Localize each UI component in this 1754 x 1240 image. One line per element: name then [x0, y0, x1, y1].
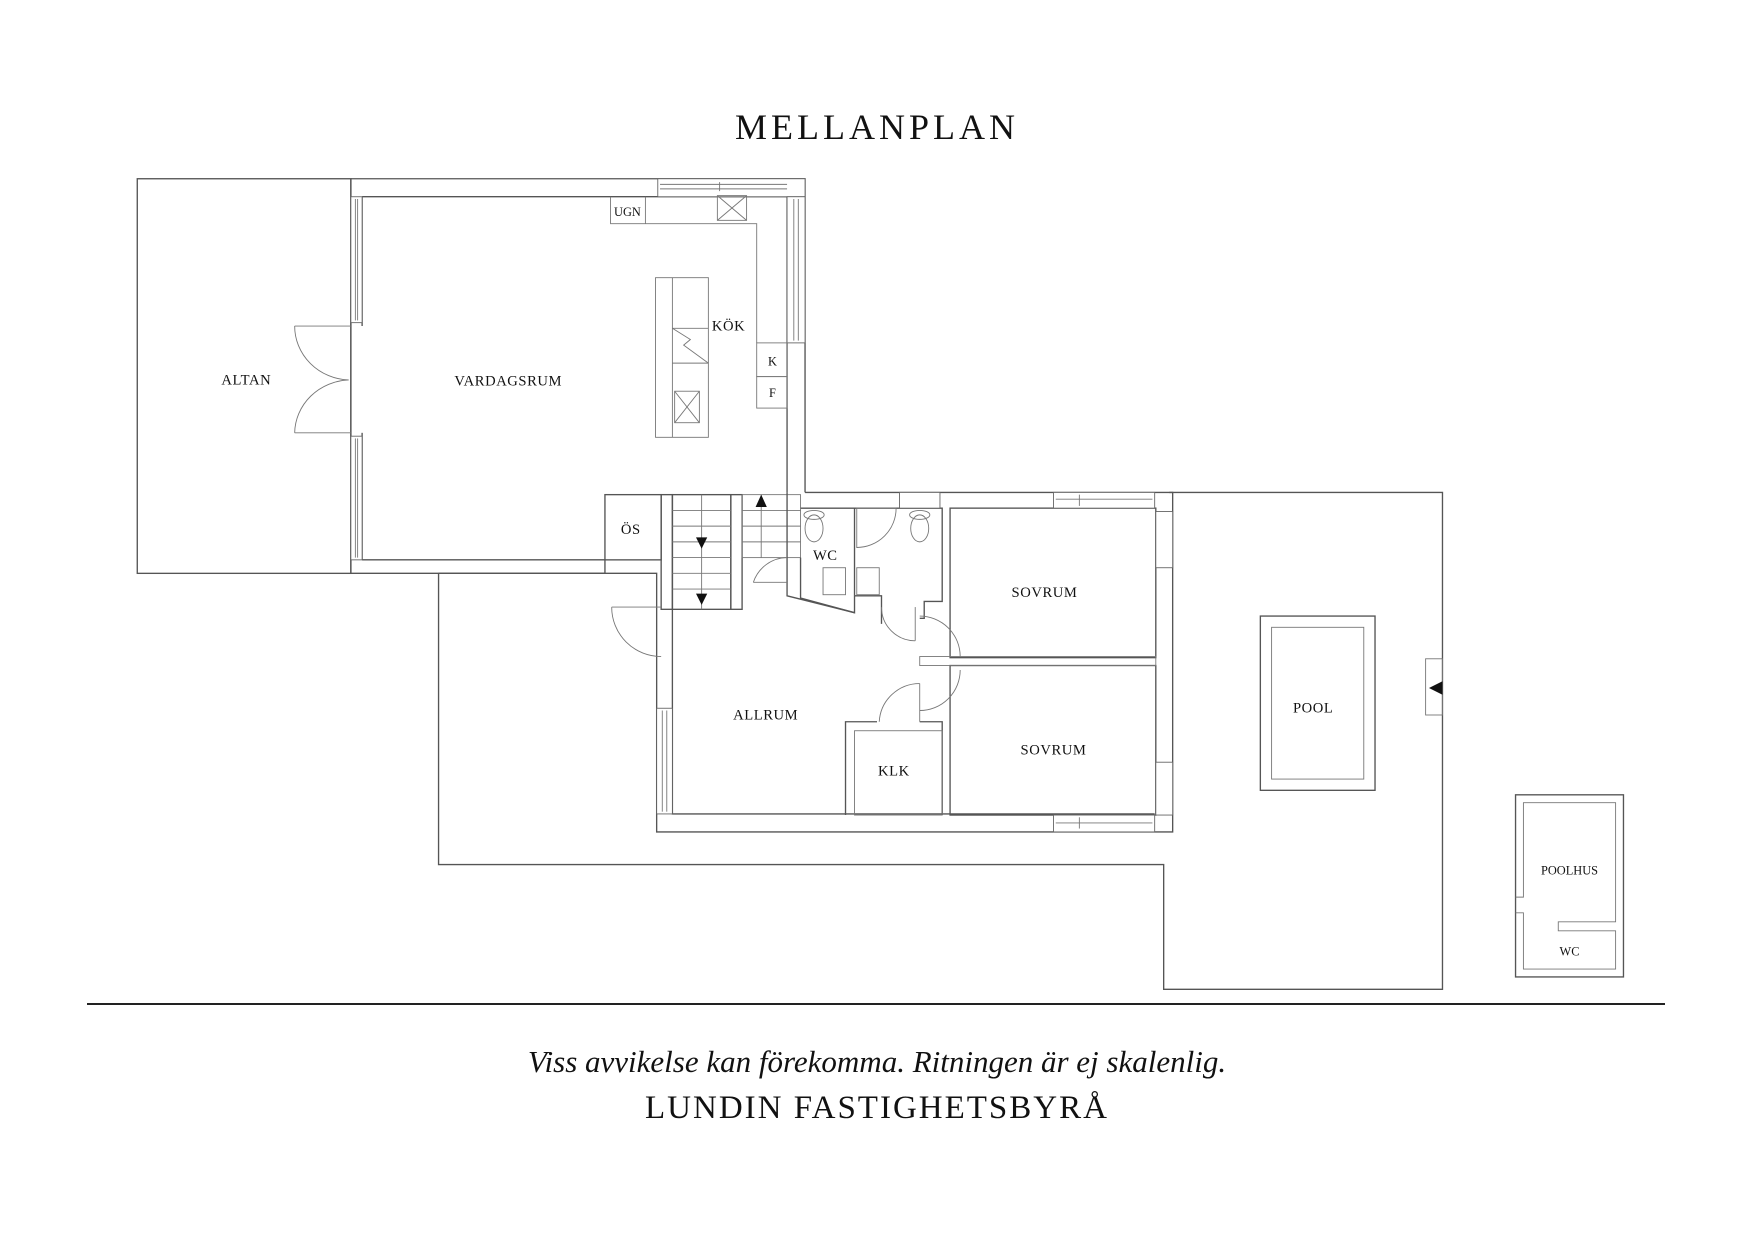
kitchen-counter [610, 196, 788, 409]
room-label-os: ÖS [621, 521, 641, 538]
toilet-icon [804, 514, 824, 543]
room-label-sovrum-2: SOVRUM [1021, 742, 1087, 758]
appliance-label-kyl: K [768, 354, 777, 368]
lower-block-walls [437, 491, 1444, 990]
toilet-icon [910, 514, 930, 543]
room-label-klk: KLK [878, 764, 910, 780]
window-sovrum-2-east [1155, 761, 1174, 816]
room-label-vardagsrum: VARDAGSRUM [454, 374, 562, 390]
room-label-allrum: ALLRUM [733, 707, 798, 723]
door-allrum [611, 606, 662, 657]
room-label-poolhus: POOLHUS [1541, 864, 1598, 878]
window-sovrum-2-south [1053, 814, 1156, 833]
wc-main [752, 492, 856, 614]
staircase [660, 493, 802, 610]
room-label-sovrum-1: SOVRUM [1012, 585, 1078, 601]
pool [1259, 615, 1376, 791]
appliance-label-frys: F [769, 386, 776, 400]
appliance-label-ugn: UGN [614, 205, 641, 219]
agency-name: LUNDIN FASTIGHETSBYRÅ [645, 1090, 1109, 1126]
room-label-kok: KÖK [712, 318, 745, 335]
room-label-poolhus-wc: WC [1560, 945, 1580, 959]
arrow-down-icon [696, 593, 708, 605]
room-label-altan: ALTAN [221, 372, 271, 388]
window-west-upper [350, 196, 363, 324]
upper-block-walls [350, 178, 806, 575]
door-altan-double [294, 325, 351, 434]
arrow-down-icon [696, 537, 708, 549]
footer-divider [87, 1003, 1665, 1005]
kitchen-island [655, 277, 709, 438]
window-sovrum-1-north [1053, 491, 1156, 509]
sovrum-2-walls [949, 664, 1157, 816]
bedroom-doors [919, 615, 1157, 711]
entrance-marker [1425, 658, 1443, 716]
arrow-left-icon [1428, 681, 1443, 695]
basin-icon [856, 567, 880, 596]
room-label-wc: WC [813, 548, 838, 564]
window-allrum-west [656, 707, 673, 815]
room-label-pool: POOL [1293, 701, 1333, 717]
window-sovrum-1-east [1155, 511, 1174, 569]
poolhus [1514, 794, 1625, 978]
window-north-kitchen [657, 178, 806, 198]
island-sink-icon [674, 390, 700, 424]
kitchen-sink-icon [716, 195, 748, 221]
disclaimer-text: Viss avvikelse kan förekomma. Ritningen … [527, 1044, 1227, 1079]
arrow-up-icon [755, 494, 767, 508]
klk-closet [844, 683, 943, 816]
window-bathroom [899, 491, 941, 509]
window-east-kitchen [786, 196, 806, 344]
sovrum-1-walls [949, 507, 1157, 659]
window-west-lower [350, 435, 363, 561]
bathroom [854, 507, 943, 642]
floor-title: MELLANPLAN [735, 107, 1019, 147]
basin-icon [822, 567, 846, 596]
